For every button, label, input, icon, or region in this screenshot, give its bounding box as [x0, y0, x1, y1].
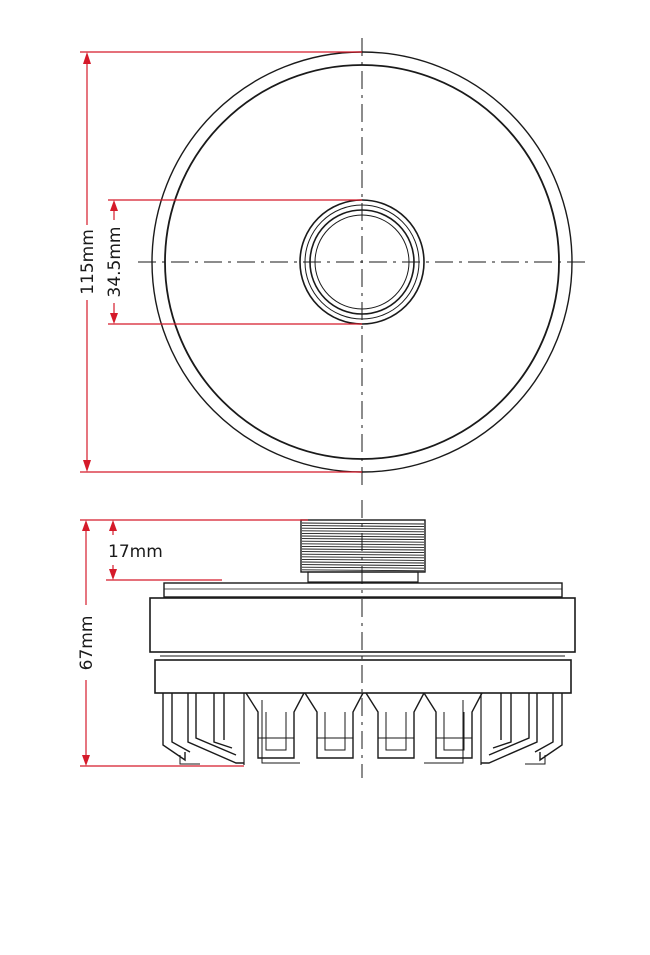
top-view	[138, 38, 590, 490]
magnet-ring	[154, 659, 572, 694]
dimension-throat-diameter: 34.5mm	[105, 199, 362, 325]
thread-height-label: 17mm	[108, 542, 163, 562]
dimension-thread-height: 17mm	[80, 519, 308, 581]
overall-height-label: 67mm	[77, 616, 97, 671]
overall-diameter-label: 115mm	[78, 229, 98, 295]
dimension-overall-diameter: 115mm	[78, 51, 362, 473]
thread-neck	[300, 519, 426, 573]
neck-base	[307, 571, 419, 583]
side-view	[149, 500, 576, 778]
thread-lines	[301, 522, 425, 572]
dimension-overall-height: 67mm	[77, 520, 244, 767]
throat-diameter-label: 34.5mm	[105, 227, 125, 298]
heatsink-fins	[162, 692, 563, 765]
top-flange	[163, 582, 563, 598]
